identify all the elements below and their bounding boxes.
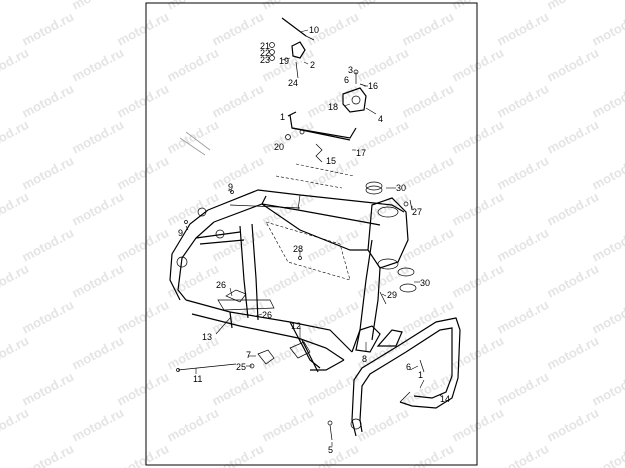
callout-label-3: 3	[348, 65, 353, 75]
callout-label-30: 30	[396, 183, 406, 193]
callout-label-1: 1	[418, 370, 423, 380]
callout-label-8: 8	[362, 354, 367, 364]
callout-label-17: 17	[356, 148, 366, 158]
callout-label-27: 27	[412, 207, 422, 217]
engine-guard	[350, 317, 461, 437]
callout-label-1: 1	[280, 112, 285, 122]
callout-label-5: 5	[328, 445, 333, 455]
callout-label-6: 6	[406, 362, 411, 372]
callout-label-13: 13	[202, 332, 212, 342]
diagram-border	[145, 2, 478, 466]
callout-label-14: 14	[440, 394, 450, 404]
callout-label-29: 29	[387, 290, 397, 300]
callout-label-30: 30	[420, 278, 430, 288]
callout-label-19: 19	[279, 56, 289, 66]
callout-label-28: 28	[293, 244, 303, 254]
bearing-parts	[365, 181, 417, 305]
callout-label-9: 9	[178, 228, 183, 238]
callout-label-26: 26	[216, 280, 226, 290]
callout-label-10: 10	[309, 25, 319, 35]
faint-outline	[179, 131, 211, 156]
shift-rod	[285, 111, 357, 163]
callout-label-16: 16	[368, 81, 378, 91]
main-frame	[169, 163, 409, 373]
callout-label-21: 21	[260, 41, 270, 51]
callout-label-12: 12	[291, 321, 301, 331]
cable-assembly	[269, 17, 315, 79]
callout-label-20: 20	[274, 142, 284, 152]
callout-label-9: 9	[228, 182, 233, 192]
callout-label-15: 15	[326, 156, 336, 166]
callout-label-24: 24	[288, 78, 298, 88]
hardware	[176, 129, 409, 441]
callout-label-23: 23	[260, 55, 270, 65]
callout-label-11: 11	[193, 374, 202, 384]
leader-lines	[185, 29, 443, 446]
rear-bracket-group	[342, 69, 377, 115]
callout-label-4: 4	[378, 114, 383, 124]
callout-label-22: 22	[260, 48, 270, 58]
callout-label-18: 18	[328, 102, 338, 112]
callout-label-2: 2	[310, 60, 315, 70]
callout-label-6: 6	[344, 75, 349, 85]
callout-label-25: 25	[236, 362, 246, 372]
callout-label-7: 7	[246, 350, 251, 360]
callout-label-26: 26	[262, 310, 272, 320]
